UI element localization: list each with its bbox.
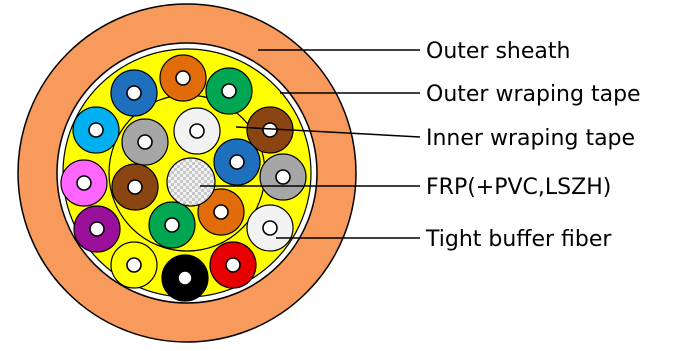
tight-buffer-fiber-outer-yellow <box>110 241 158 289</box>
tight-buffer-fiber-outer-red <box>209 241 257 289</box>
frp-strength-member <box>166 157 216 207</box>
tight-buffer-fiber-inner-white <box>173 107 221 155</box>
tight-buffer-fiber-outer-green <box>205 67 253 115</box>
tight-buffer-fiber-outer-aqua <box>72 106 120 154</box>
tight-buffer-fiber-outer-pink <box>60 159 108 207</box>
tight-buffer-fiber-outer-orange <box>159 54 207 102</box>
label-outer-wrapping-tape: Outer wraping tape <box>426 82 641 107</box>
tight-buffer-fiber-outer-black <box>161 254 209 302</box>
label-inner-wrapping-tape: Inner wraping tape <box>426 126 635 151</box>
tight-buffer-fiber-outer-white <box>246 204 294 252</box>
tight-buffer-fiber-inner-green <box>148 201 196 249</box>
leader-line-inner-wrapping-tape <box>235 126 421 138</box>
label-frp: FRP(+PVC,LSZH) <box>426 175 611 200</box>
label-outer-sheath: Outer sheath <box>426 39 570 64</box>
tight-buffer-fiber-outer-grey <box>259 153 307 201</box>
tight-buffer-fiber-inner-blue <box>213 138 261 186</box>
tight-buffer-fiber-inner-brown <box>111 163 159 211</box>
tight-buffer-fiber-outer-purple <box>73 205 121 253</box>
tight-buffer-fiber-outer-brown <box>246 106 294 154</box>
tight-buffer-fiber-outer-blue <box>110 69 158 117</box>
tight-buffer-fiber-inner-grey <box>121 118 169 166</box>
tight-buffer-fiber-inner-orange <box>197 188 245 236</box>
label-tight-buffer-fiber: Tight buffer fiber <box>425 227 612 252</box>
